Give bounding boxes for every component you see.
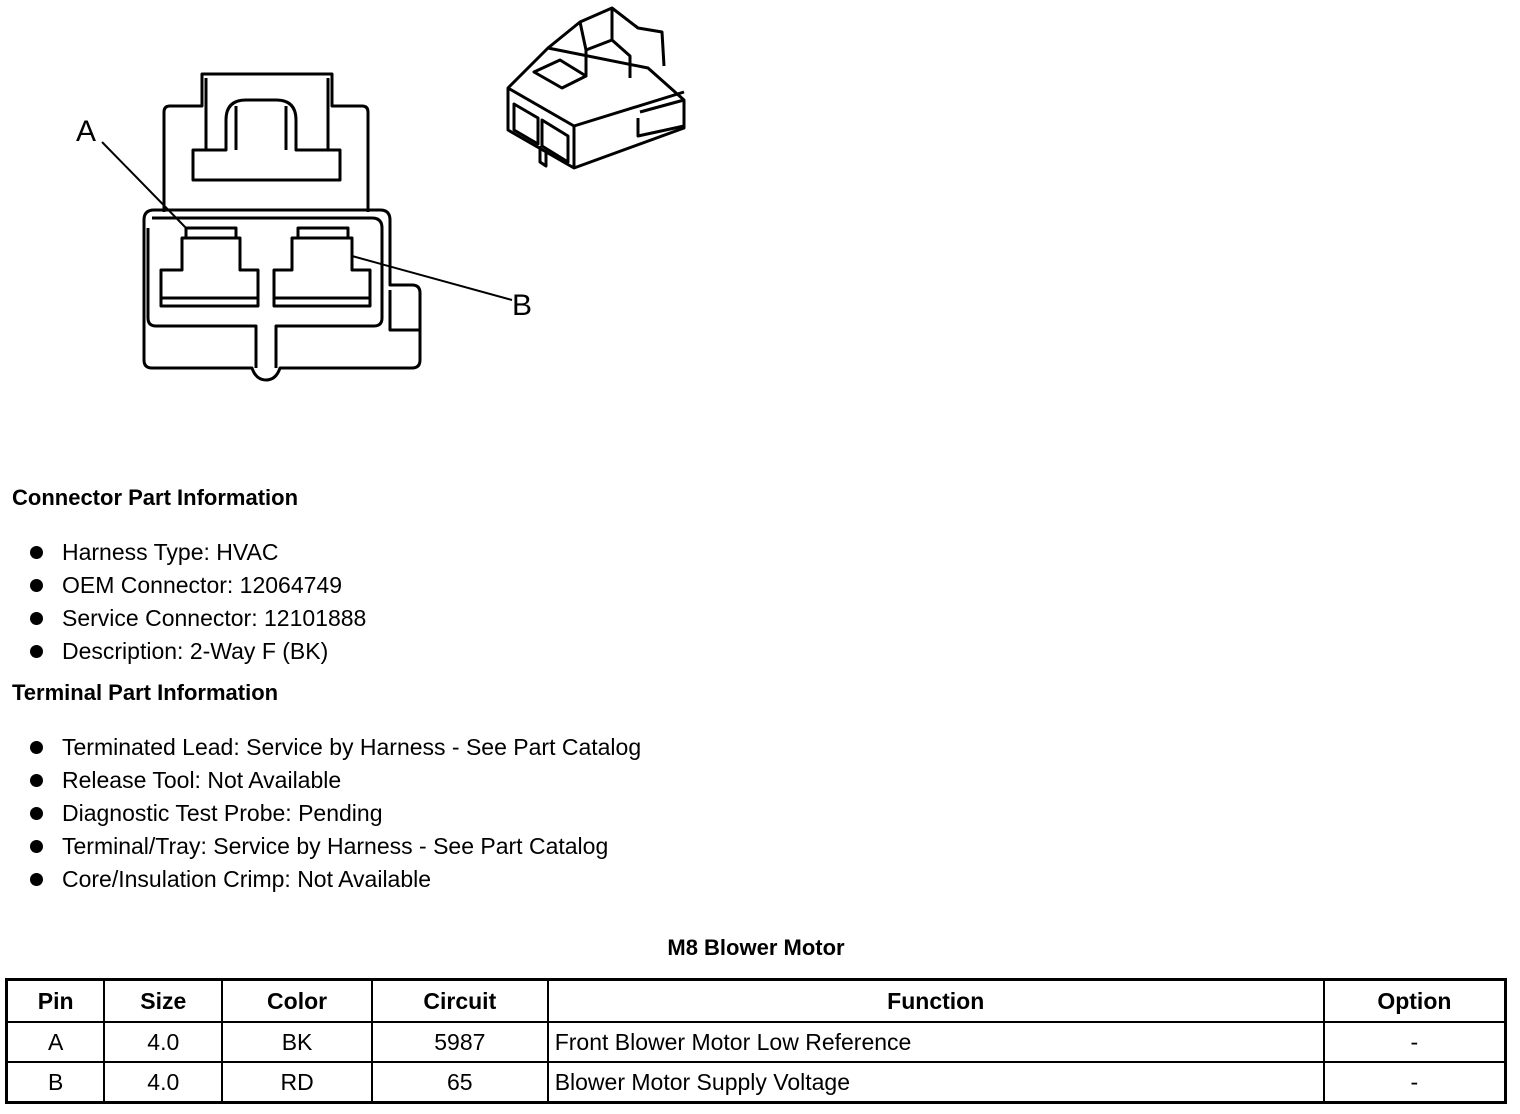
- cell-circuit: 5987: [370, 1021, 549, 1063]
- pin-a-callout: A: [76, 115, 96, 148]
- column-header-circuit: Circuit: [370, 978, 549, 1023]
- list-item: Terminal/Tray: Service by Harness - See …: [0, 830, 641, 863]
- column-header-option: Option: [1322, 978, 1507, 1023]
- cell-size: 4.0: [103, 1021, 224, 1063]
- connector-lower-housing: [142, 208, 422, 382]
- terminal-info-list: Terminated Lead: Service by Harness - Se…: [0, 731, 641, 896]
- column-header-color: Color: [221, 978, 373, 1023]
- pinout-table: Pin Size Color Circuit Function Option A…: [5, 978, 1507, 1104]
- terminal-cavity-b: [272, 226, 372, 308]
- callout-line-b: [351, 255, 513, 301]
- cell-color: RD: [221, 1061, 373, 1104]
- list-item: Description: 2-Way F (BK): [0, 635, 366, 668]
- list-item: OEM Connector: 12064749: [0, 569, 366, 602]
- cell-option: -: [1322, 1061, 1507, 1104]
- column-header-function: Function: [546, 978, 1325, 1023]
- cell-pin: B: [5, 1061, 106, 1104]
- list-item: Diagnostic Test Probe: Pending: [0, 797, 641, 830]
- bullet-icon: [30, 774, 43, 787]
- list-item: Terminated Lead: Service by Harness - Se…: [0, 731, 641, 764]
- cell-pin: A: [5, 1021, 106, 1063]
- table-row: B 4.0 RD 65 Blower Motor Supply Voltage …: [5, 1061, 1507, 1104]
- bullet-icon: [30, 645, 43, 658]
- bullet-icon: [30, 579, 43, 592]
- bullet-icon: [30, 873, 43, 886]
- bullet-icon: [30, 840, 43, 853]
- bullet-icon: [30, 546, 43, 559]
- pin-b-callout: B: [512, 289, 532, 322]
- connector-info-list: Harness Type: HVAC OEM Connector: 120647…: [0, 536, 366, 668]
- list-item: Service Connector: 12101888: [0, 602, 366, 635]
- connector-info-heading: Connector Part Information: [12, 485, 299, 510]
- bullet-icon: [30, 612, 43, 625]
- terminal-info-heading: Terminal Part Information: [12, 680, 279, 705]
- column-header-pin: Pin: [5, 978, 106, 1023]
- list-item: Core/Insulation Crimp: Not Available: [0, 863, 641, 896]
- list-item: Release Tool: Not Available: [0, 764, 641, 797]
- table-header-row: Pin Size Color Circuit Function Option: [5, 978, 1507, 1023]
- column-header-size: Size: [103, 978, 224, 1023]
- cell-function: Blower Motor Supply Voltage: [546, 1061, 1325, 1104]
- connector-upper-housing: [162, 72, 370, 212]
- terminal-cavity-a: [159, 226, 260, 308]
- connector-isometric-view: [506, 6, 686, 170]
- table-caption: M8 Blower Motor: [667, 935, 845, 960]
- callout-line-a: [101, 141, 187, 229]
- cell-color: BK: [221, 1021, 373, 1063]
- cell-size: 4.0: [103, 1061, 224, 1104]
- table-row: A 4.0 BK 5987 Front Blower Motor Low Ref…: [5, 1021, 1507, 1063]
- connector-diagram: A B: [76, 6, 686, 382]
- cell-circuit: 65: [370, 1061, 549, 1104]
- bullet-icon: [30, 807, 43, 820]
- cell-option: -: [1322, 1021, 1507, 1063]
- cell-function: Front Blower Motor Low Reference: [546, 1021, 1325, 1063]
- bullet-icon: [30, 741, 43, 754]
- list-item: Harness Type: HVAC: [0, 536, 366, 569]
